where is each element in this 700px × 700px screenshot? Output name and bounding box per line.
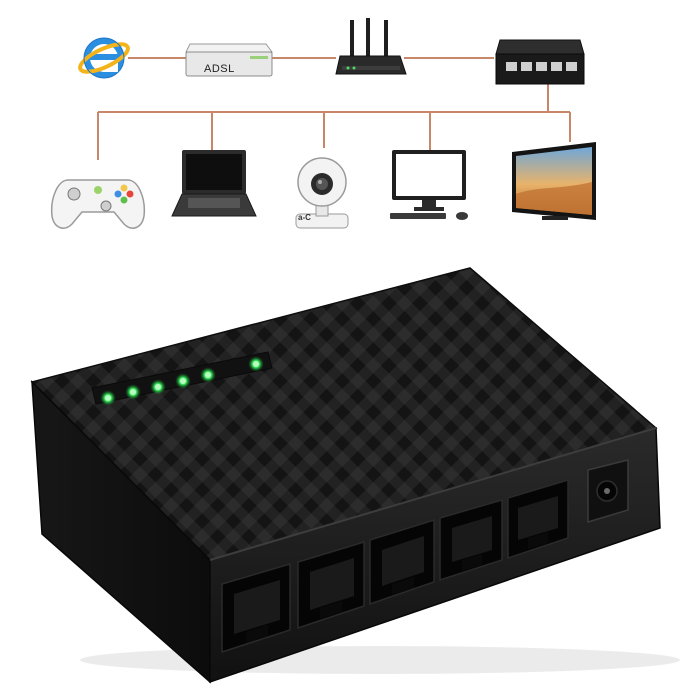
ethernet-port: [297, 540, 365, 630]
adsl-modem-icon: ADSL: [185, 43, 273, 77]
ethernet-port: [369, 518, 435, 606]
laptop-icon: [171, 150, 257, 217]
connection-lines: [97, 57, 571, 160]
led-indicator: [200, 367, 216, 383]
network-topology-diagram: ADSL: [50, 18, 596, 229]
camera-brand-label: a-C: [298, 213, 311, 222]
led-indicator-strip: [91, 351, 273, 406]
ethernet-port: [221, 562, 291, 654]
led-indicator: [100, 390, 116, 406]
dc-power-jack: [587, 459, 629, 524]
network-switch-icon: [495, 39, 585, 85]
television-icon: [512, 142, 596, 220]
ip-camera-icon: a-C: [295, 157, 349, 229]
adsl-label: ADSL: [204, 63, 235, 75]
led-indicator: [150, 379, 166, 395]
led-indicator: [125, 384, 141, 400]
wifi-router-icon: [335, 18, 407, 75]
led-indicator: [175, 373, 191, 389]
desktop-computer-icon: [390, 150, 468, 220]
network-switch-product: [30, 267, 680, 684]
led-indicator: [248, 356, 264, 372]
ethernet-ports: [221, 478, 569, 654]
internet-explorer-icon: [78, 37, 130, 79]
game-controller-icon: [50, 179, 146, 229]
ethernet-port: [507, 478, 569, 560]
ethernet-port: [439, 499, 503, 582]
